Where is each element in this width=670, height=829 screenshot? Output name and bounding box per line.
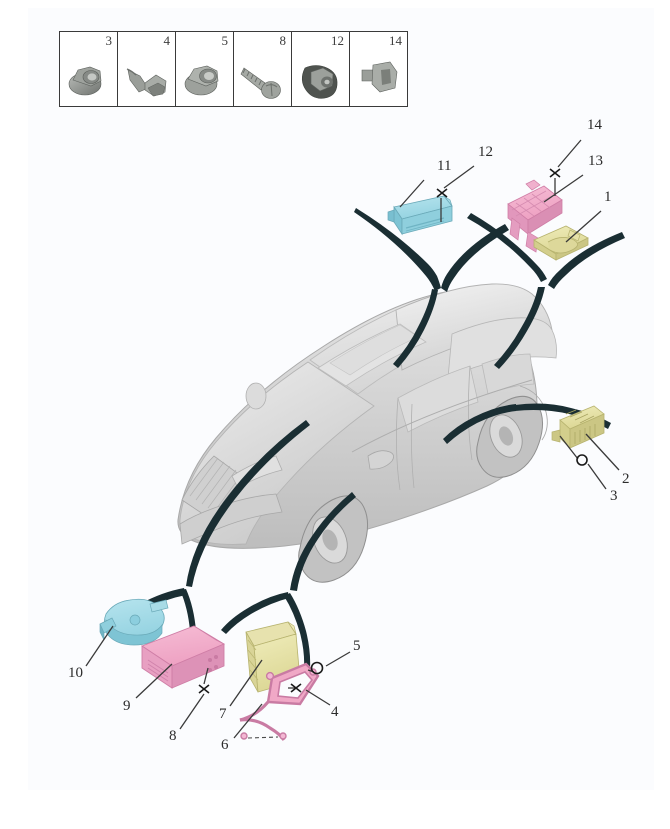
legend-number: 12	[331, 33, 344, 48]
callout-label-12[interactable]: 12	[478, 144, 493, 160]
hex-flange-nut-icon	[68, 66, 102, 96]
leader-lines	[85, 139, 620, 739]
callout-label-5[interactable]: 5	[353, 638, 361, 654]
legend-number: 3	[105, 33, 113, 48]
part-bracket-module[interactable]	[507, 179, 563, 253]
legend-cell-5[interactable]: 5	[176, 32, 234, 106]
part-control-unit-box[interactable]	[551, 405, 605, 449]
cross-marker-4	[290, 683, 302, 693]
callout-label-1[interactable]: 1	[604, 189, 612, 205]
circle-marker-5	[310, 661, 324, 675]
pan-head-screw-icon	[240, 67, 281, 99]
callout-label-11[interactable]: 11	[437, 158, 452, 174]
legend-number: 5	[221, 33, 229, 48]
cross-marker-8	[198, 684, 210, 694]
callout-label-13[interactable]: 13	[588, 153, 603, 169]
callout-label-8[interactable]: 8	[169, 728, 177, 744]
legend-number: 4	[163, 33, 171, 48]
callout-label-4[interactable]: 4	[331, 704, 339, 720]
callout-label-3[interactable]: 3	[610, 488, 618, 504]
callout-label-10[interactable]: 10	[68, 665, 83, 681]
callout-label-9[interactable]: 9	[123, 698, 131, 714]
legend-number: 14	[389, 33, 402, 48]
cross-marker-12	[436, 188, 448, 198]
legend-cell-8[interactable]: 8	[234, 32, 292, 106]
callout-label-6[interactable]: 6	[221, 737, 229, 753]
cross-marker-14	[549, 168, 561, 178]
flange-head-bolt-icon	[361, 61, 398, 93]
fastener-circle-markers	[310, 454, 588, 675]
legend-cell-4[interactable]: 4	[118, 32, 176, 106]
callout-label-7[interactable]: 7	[219, 706, 227, 722]
part-ecu-module-large[interactable]	[141, 625, 225, 689]
fastener-cross-markers	[198, 168, 561, 694]
legend-cell-14[interactable]: 14	[350, 32, 407, 106]
suv-illustration	[177, 283, 557, 583]
legend-number: 8	[279, 33, 287, 48]
hex-flange-bolt-icon	[126, 68, 167, 97]
fastener-legend: 3 4 5 8	[59, 31, 408, 107]
washer-nut-icon	[301, 65, 338, 99]
circle-marker-3	[576, 454, 588, 466]
part-airbag-sensor[interactable]	[99, 598, 169, 646]
callout-label-2[interactable]: 2	[622, 471, 630, 487]
rear-wheel	[476, 395, 543, 478]
legend-cell-12[interactable]: 12	[292, 32, 350, 106]
part-control-module-slim[interactable]	[387, 195, 453, 236]
part-antenna-module[interactable]	[533, 225, 589, 261]
hex-flange-nut-icon	[184, 65, 219, 96]
callout-label-14[interactable]: 14	[587, 117, 602, 133]
legend-cell-3[interactable]: 3	[60, 32, 118, 106]
